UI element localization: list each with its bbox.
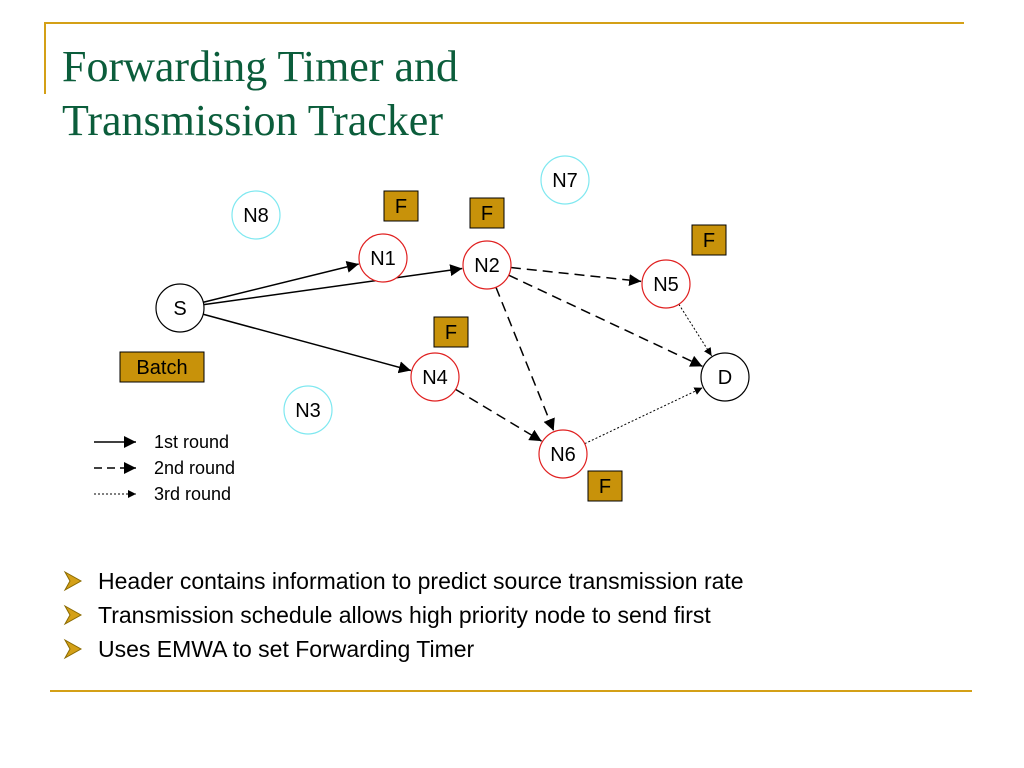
left-accent-rule [44, 22, 46, 94]
node-n6: N6 [538, 429, 588, 479]
marker-label: F [395, 196, 407, 218]
batch-box: Batch [119, 351, 205, 383]
node-circle [462, 240, 512, 290]
bullet-text: Header contains information to predict s… [98, 567, 744, 594]
edge-n2-d [508, 274, 703, 368]
title-line-1: Forwarding Timer and [62, 42, 458, 91]
legend-label: 2nd round [154, 458, 235, 478]
bullet-item: Transmission schedule allows high priori… [62, 598, 744, 632]
edge-s-n2 [203, 264, 463, 306]
top-accent-rule [44, 22, 964, 24]
bottom-accent-rule [50, 690, 972, 692]
node-circle [700, 352, 750, 402]
node-label: N8 [243, 205, 269, 227]
forwarding-timer-marker: F [587, 470, 623, 502]
node-circle [410, 352, 460, 402]
node-circle [358, 233, 408, 283]
node-label: N2 [474, 255, 500, 277]
node-label: N3 [295, 400, 321, 422]
legend-item-round-1: 1st round [94, 432, 229, 452]
arrow-bullet-icon [63, 570, 83, 592]
node-n8: N8 [231, 190, 281, 240]
node-n4: N4 [410, 352, 460, 402]
edge-n6-d [584, 387, 703, 445]
node-circle [641, 259, 691, 309]
node-label: S [173, 298, 186, 320]
node-s: S [155, 283, 205, 333]
node-n3: N3 [283, 385, 333, 435]
bullet-item: Uses EMWA to set Forwarding Timer [62, 632, 744, 666]
legend-item-round-2: 2nd round [94, 458, 235, 478]
node-circle [538, 429, 588, 479]
marker-label: F [703, 230, 715, 252]
node-label: N6 [550, 444, 576, 466]
edge-n2-n5 [510, 266, 642, 287]
forwarding-timer-marker: F [469, 197, 505, 229]
node-label: N1 [370, 248, 396, 270]
edge-s-n1 [203, 261, 359, 303]
node-circle [155, 283, 205, 333]
bullet-list: Header contains information to predict s… [62, 564, 744, 666]
edge-n2-n6 [495, 286, 555, 432]
node-n1: N1 [358, 233, 408, 283]
node-circle [231, 190, 281, 240]
marker-label: F [481, 203, 493, 225]
node-label: D [718, 367, 732, 389]
arrow-bullet-icon [63, 638, 83, 660]
legend-label: 3rd round [154, 484, 231, 504]
bullet-text: Transmission schedule allows high priori… [98, 601, 711, 628]
bullet-text: Uses EMWA to set Forwarding Timer [98, 635, 475, 662]
node-d: D [700, 352, 750, 402]
forwarding-timer-marker: F [383, 190, 419, 222]
node-n5: N5 [641, 259, 691, 309]
bullet-item: Header contains information to predict s… [62, 564, 744, 598]
node-label: N5 [653, 274, 679, 296]
forwarding-timer-marker: F [433, 316, 469, 348]
node-circle [283, 385, 333, 435]
legend-item-round-3: 3rd round [94, 484, 231, 504]
node-label: N4 [422, 367, 448, 389]
node-circle [540, 155, 590, 205]
batch-label: Batch [136, 357, 187, 379]
legend-label: 1st round [154, 432, 229, 452]
title-line-2: Transmission Tracker [62, 96, 443, 145]
node-n7: N7 [540, 155, 590, 205]
edge-s-n4 [202, 313, 412, 374]
edge-n4-n6 [455, 388, 542, 442]
node-n2: N2 [462, 240, 512, 290]
forwarding-timer-marker: F [691, 224, 727, 256]
slide-title: Forwarding Timer and Transmission Tracke… [62, 40, 458, 148]
marker-label: F [445, 322, 457, 344]
marker-label: F [599, 476, 611, 498]
node-label: N7 [552, 170, 578, 192]
arrow-bullet-icon [63, 604, 83, 626]
edge-n5-d [678, 303, 713, 357]
